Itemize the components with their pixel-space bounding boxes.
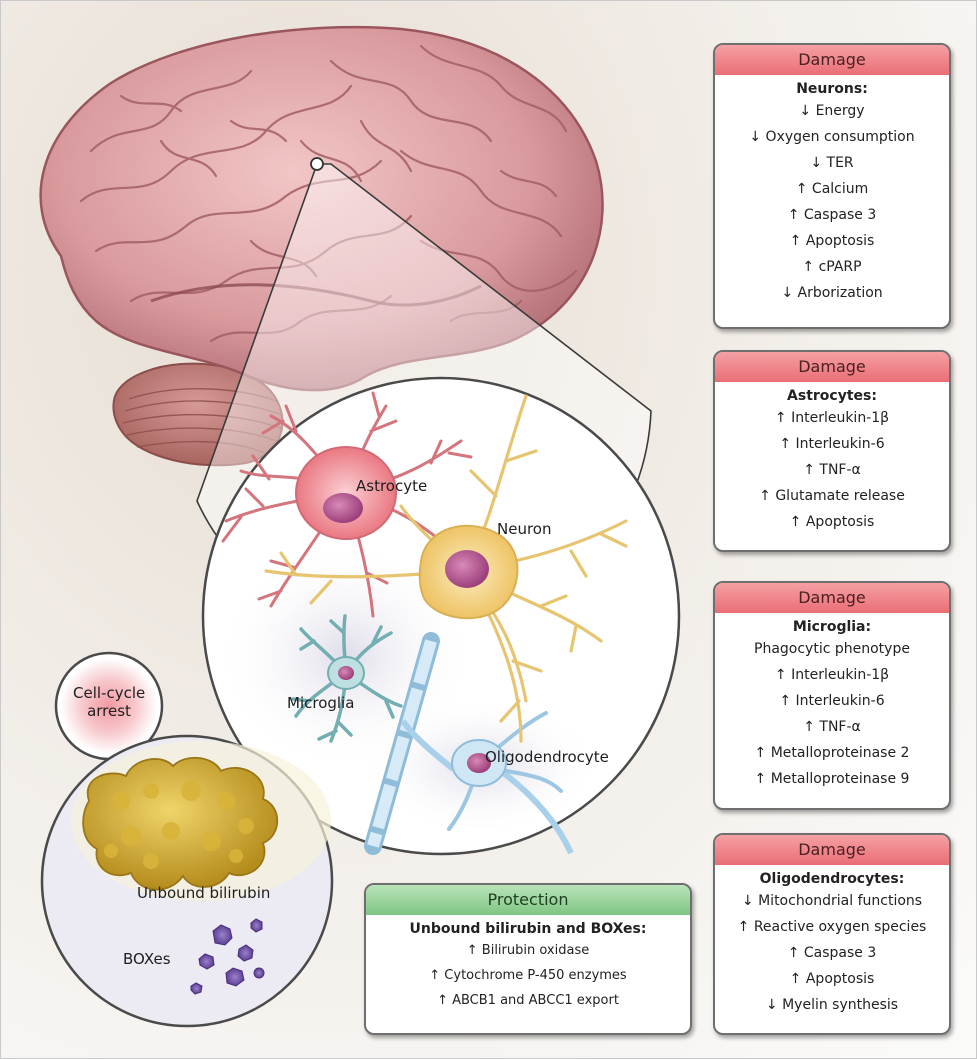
astrocytes-damage-box: Damage Astrocytes: ↑ Interleukin-1β ↑ In… <box>713 350 951 552</box>
protection-effects-list: ↑ Bilirubin oxidase ↑ Cytochrome P-450 e… <box>366 938 690 1013</box>
effect-item: Phagocytic phenotype <box>715 636 949 662</box>
neurons-subtitle: Neurons: <box>715 81 949 97</box>
cell-cycle-arrest-line2: arrest <box>73 702 145 720</box>
microglia-subtitle: Microglia: <box>715 619 949 635</box>
boxes-label: BOXes <box>123 950 171 968</box>
cell-cycle-arrest-line1: Cell-cycle <box>73 684 145 702</box>
damage-header: Damage <box>715 583 949 613</box>
effect-item: ↑ Apoptosis <box>715 228 949 254</box>
effect-item: ↑ Cytochrome P-450 enzymes <box>366 963 690 988</box>
effect-item: ↑ Caspase 3 <box>715 940 949 966</box>
neurons-damage-box: Damage Neurons: ↓ Energy ↓ Oxygen consum… <box>713 43 951 329</box>
effect-item: ↑ Bilirubin oxidase <box>366 938 690 963</box>
effect-item: ↑ cPARP <box>715 254 949 280</box>
oligodendrocyte-label: Oligodendrocyte <box>485 748 609 766</box>
neuron-cell <box>420 526 518 618</box>
effect-item: ↑ Caspase 3 <box>715 202 949 228</box>
microglia-damage-box: Damage Microglia: Phagocytic phenotype ↑… <box>713 581 951 810</box>
neuron-label: Neuron <box>497 520 551 538</box>
unbound-bilirubin-aggregate <box>83 758 277 890</box>
effect-item: ↑ Reactive oxygen species <box>715 914 949 940</box>
effect-item: ↓ TER <box>715 150 949 176</box>
effect-item: ↓ Mitochondrial functions <box>715 888 949 914</box>
oligodendrocytes-subtitle: Oligodendrocytes: <box>715 871 949 887</box>
damage-header: Damage <box>715 835 949 865</box>
oligodendrocytes-effects-list: ↓ Mitochondrial functions ↑ Reactive oxy… <box>715 888 949 1018</box>
protection-header: Protection <box>366 885 690 915</box>
astrocytes-effects-list: ↑ Interleukin-1β ↑ Interleukin-6 ↑ TNF-α… <box>715 405 949 535</box>
astrocytes-subtitle: Astrocytes: <box>715 388 949 404</box>
damage-header: Damage <box>715 352 949 382</box>
oligodendrocytes-damage-box: Damage Oligodendrocytes: ↓ Mitochondrial… <box>713 833 951 1035</box>
effect-item: ↓ Oxygen consumption <box>715 124 949 150</box>
effect-item: ↑ Interleukin-1β <box>715 662 949 688</box>
effect-item: ↓ Energy <box>715 98 949 124</box>
effect-item: ↑ ABCB1 and ABCC1 export <box>366 988 690 1013</box>
effect-item: ↓ Arborization <box>715 280 949 306</box>
effect-item: ↑ TNF-α <box>715 714 949 740</box>
effect-item: ↓ Myelin synthesis <box>715 992 949 1018</box>
effect-item: ↑ Metalloproteinase 9 <box>715 766 949 792</box>
effect-item: ↑ Interleukin-1β <box>715 405 949 431</box>
effect-item: ↑ TNF-α <box>715 457 949 483</box>
effect-item: ↑ Apoptosis <box>715 509 949 535</box>
effect-item: ↑ Interleukin-6 <box>715 688 949 714</box>
neurons-effects-list: ↓ Energy ↓ Oxygen consumption ↓ TER ↑ Ca… <box>715 98 949 306</box>
microglia-effects-list: Phagocytic phenotype ↑ Interleukin-1β ↑ … <box>715 636 949 792</box>
effect-item: ↑ Calcium <box>715 176 949 202</box>
cell-cycle-arrest-label: Cell-cycle arrest <box>73 684 145 720</box>
effect-item: ↑ Metalloproteinase 2 <box>715 740 949 766</box>
zoom-point <box>311 158 323 170</box>
effect-item: ↑ Apoptosis <box>715 966 949 992</box>
bilirubin-circle <box>42 736 332 1026</box>
unbound-bilirubin-label: Unbound bilirubin <box>137 884 270 902</box>
effect-item: ↑ Interleukin-6 <box>715 431 949 457</box>
astrocyte-label: Astrocyte <box>356 477 427 495</box>
effect-item: ↑ Glutamate release <box>715 483 949 509</box>
microglia-label: Microglia <box>287 694 354 712</box>
damage-header: Damage <box>715 45 949 75</box>
protection-box: Protection Unbound bilirubin and BOXes: … <box>364 883 692 1035</box>
protection-subtitle: Unbound bilirubin and BOXes: <box>366 921 690 937</box>
